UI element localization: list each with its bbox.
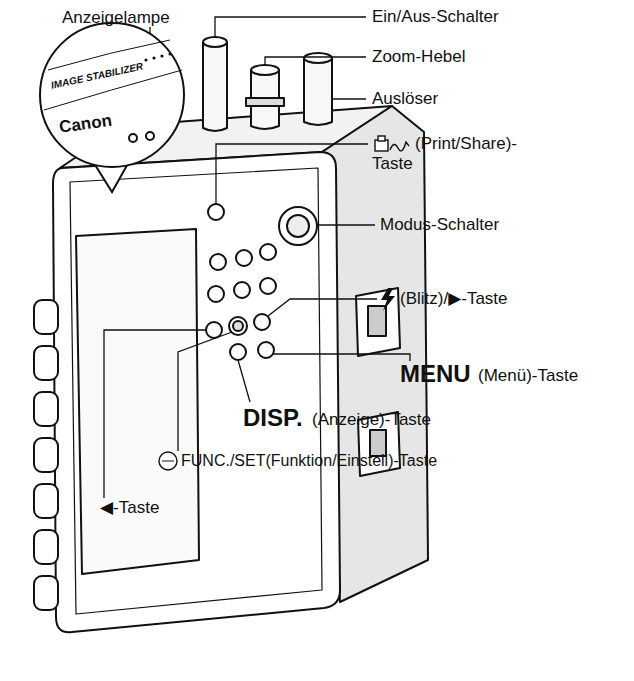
housing-part [34, 484, 58, 518]
housing-part [34, 346, 58, 380]
leader-lines-part [332, 98, 366, 99]
part-label: Modus-Schalter [380, 215, 499, 235]
inset-magnifier-part [168, 52, 171, 55]
button-name: MENU [400, 360, 471, 389]
housing-part [279, 207, 317, 245]
housing-part [34, 530, 58, 564]
housing [34, 37, 428, 632]
button-icons-part [162, 461, 174, 462]
button-icons-part [390, 142, 409, 151]
leader-lines-part [215, 17, 366, 37]
inset-magnifier-part [152, 56, 155, 59]
housing-part [260, 244, 276, 260]
button-icons-part [159, 452, 177, 470]
button-name: DISP. [243, 404, 303, 433]
housing-part [246, 98, 284, 106]
part-label: Ein/Aus-Schalter [372, 7, 499, 27]
inset-magnifier-part [129, 134, 137, 142]
part-label: Anzeigelampe [62, 8, 170, 28]
housing-part [34, 576, 58, 610]
part-label: (Blitz)/▶-Taste [400, 289, 508, 309]
housing-part [260, 278, 276, 294]
housing-part [304, 58, 332, 125]
inset-magnifier [40, 23, 184, 192]
inset-magnifier-part [146, 132, 154, 140]
leader-lines-part [268, 299, 377, 316]
housing-part [304, 53, 332, 63]
housing-part [258, 342, 274, 358]
housing-part [236, 250, 252, 266]
housing-part [34, 300, 58, 334]
housing-part [203, 42, 227, 131]
part-label: Zoom-Hebel [372, 47, 466, 67]
housing-part [76, 229, 199, 574]
housing-part [206, 322, 222, 338]
part-label: Auslöser [372, 89, 438, 109]
leader-lines-part [216, 144, 368, 204]
housing-part [70, 168, 322, 614]
part-label: (Menü)-Taste [478, 366, 578, 386]
housing-part [208, 286, 224, 302]
part-label: (Anzeige)-Taste [312, 410, 431, 430]
housing-part [251, 65, 279, 75]
housing-part [287, 215, 309, 237]
part-label: ◀-Taste [100, 498, 159, 518]
leader-lines-part [272, 354, 410, 361]
leader-lines-part [265, 57, 366, 65]
housing-part [210, 254, 226, 270]
inset-magnifier-part [160, 54, 163, 57]
housing-part [53, 152, 340, 632]
housing-part [34, 392, 58, 426]
part-label: (Print/Share)-Taste [372, 134, 532, 175]
housing-part [34, 438, 58, 472]
housing-part [254, 314, 270, 330]
leader-lines-part [178, 332, 232, 451]
part-label: FUNC./SET(Funktion/Einstell)-Taste [181, 451, 437, 470]
leader-lines-part [104, 330, 206, 498]
leader-lines-part [238, 360, 250, 402]
housing-part [208, 204, 224, 220]
housing-part [203, 37, 227, 47]
inset-magnifier-part [144, 58, 147, 61]
leader-lines-part [317, 224, 375, 225]
button-icons-part [378, 136, 385, 141]
button-icons-part [381, 288, 395, 311]
housing-part [356, 288, 400, 356]
housing-part [234, 282, 250, 298]
inset-magnifier-part [40, 23, 184, 167]
inset-magnifier-part [48, 40, 170, 70]
housing-part [230, 344, 246, 360]
housing-part [233, 321, 243, 331]
